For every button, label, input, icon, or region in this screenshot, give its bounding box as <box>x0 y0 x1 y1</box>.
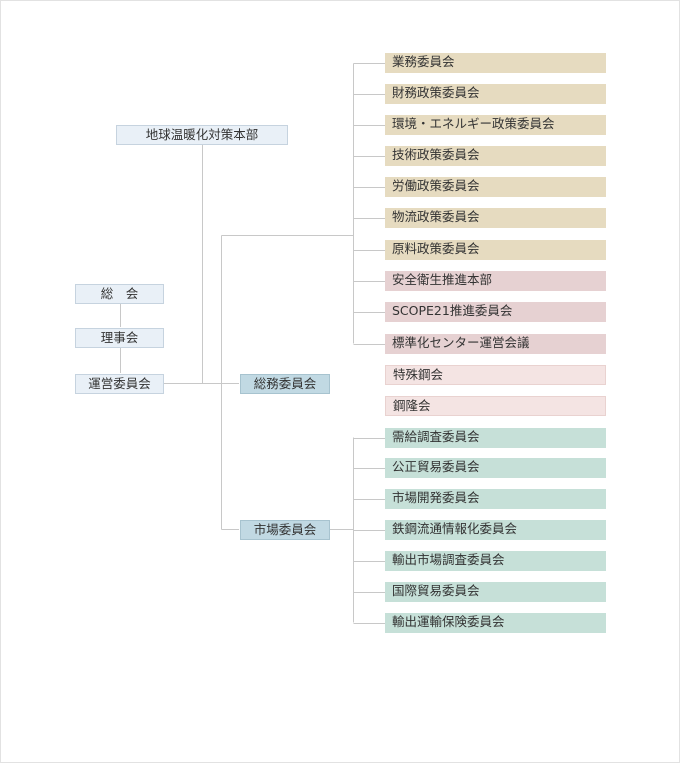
warming-countermeasure-hq: 地球温暖化対策本部 <box>116 125 288 145</box>
steering-committee: 運営委員会 <box>75 374 164 394</box>
committee-raw-materials: 原料政策委員会 <box>385 240 606 260</box>
committee-environment-energy: 環境・エネルギー政策委員会 <box>385 115 606 135</box>
committee-supply-demand: 需給調査委員会 <box>385 428 606 448</box>
committee-export-market: 輸出市場調査委員会 <box>385 551 606 571</box>
committee-business: 業務委員会 <box>385 53 606 73</box>
unit-scope21: SCOPE21推進委員会 <box>385 302 606 322</box>
association-koryukai: 鋼隆会 <box>385 396 606 416</box>
committee-market-development: 市場開発委員会 <box>385 489 606 509</box>
committee-finance: 財務政策委員会 <box>385 84 606 104</box>
unit-standardization-center: 標準化センター運営会議 <box>385 334 606 354</box>
board-of-directors: 理事会 <box>75 328 164 348</box>
committee-labor: 労働政策委員会 <box>385 177 606 197</box>
committee-distribution-it: 鉄鋼流通情報化委員会 <box>385 520 606 540</box>
committee-international-trade: 国際貿易委員会 <box>385 582 606 602</box>
association-special-steel: 特殊鋼会 <box>385 365 606 385</box>
committee-logistics: 物流政策委員会 <box>385 208 606 228</box>
general-affairs-committee: 総務委員会 <box>240 374 330 394</box>
committee-fair-trade: 公正貿易委員会 <box>385 458 606 478</box>
committee-export-insurance: 輸出運輸保険委員会 <box>385 613 606 633</box>
general-assembly: 総 会 <box>75 284 164 304</box>
unit-safety-health: 安全衛生推進本部 <box>385 271 606 291</box>
committee-technology: 技術政策委員会 <box>385 146 606 166</box>
market-committee: 市場委員会 <box>240 520 330 540</box>
